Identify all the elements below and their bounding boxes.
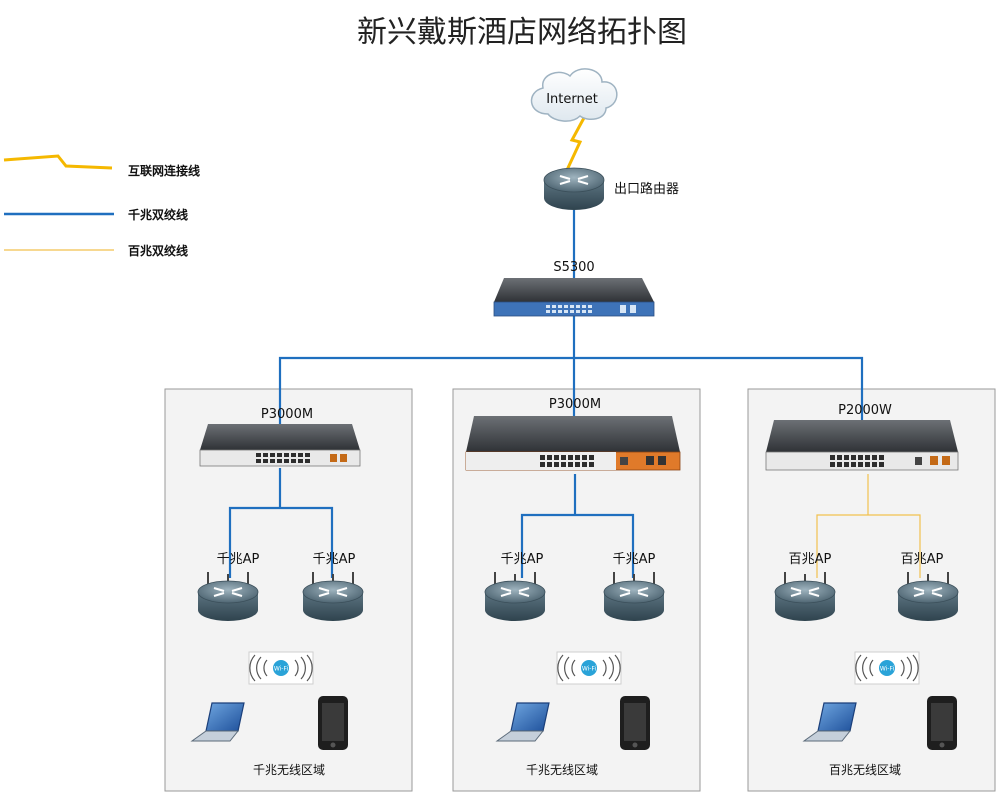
switch-icon: [256, 453, 347, 463]
page-title: 新兴戴斯酒店网络拓扑图: [357, 15, 687, 50]
phone-icon: [927, 696, 957, 750]
core-switch-label: S5300: [553, 260, 594, 275]
ap-3-1-label: 百兆AP: [789, 552, 832, 567]
wifi-icon: Wi-Fi: [556, 651, 622, 685]
router-icon: [790, 587, 820, 597]
wifi-badge-text: Wi-Fi: [274, 666, 289, 673]
ap-1-1-label: 千兆AP: [217, 552, 260, 567]
router-icon: [619, 587, 649, 597]
switch-icon: [546, 305, 636, 313]
laptop-icon: [802, 702, 857, 742]
ap-2-2-label: 千兆AP: [613, 552, 656, 567]
access-switch-1[interactable]: P3000M: [199, 407, 361, 467]
zone-1: P3000M 千兆AP 千兆AP: [190, 407, 364, 777]
legend-fast-label: 百兆双绞线: [128, 243, 188, 258]
ap-2-2[interactable]: [603, 572, 665, 621]
internet-link: [565, 115, 587, 171]
wifi-badge-text: Wi-Fi: [582, 666, 597, 673]
router-icon: [213, 587, 243, 597]
access-switch-3-label: P2000W: [838, 403, 892, 418]
router-icon: [913, 587, 943, 597]
zone-2: P3000M 千兆AP 千兆AP: [465, 397, 681, 777]
ap-2-1-label: 千兆AP: [501, 552, 544, 567]
ap-3-2[interactable]: [897, 572, 959, 621]
switch-icon: [540, 455, 666, 467]
gigabit-cables: [228, 210, 864, 578]
access-switch-2[interactable]: P3000M: [465, 397, 681, 471]
router-icon: [500, 587, 530, 597]
wifi-badge-text: Wi-Fi: [880, 666, 895, 673]
ap-3-2-label: 百兆AP: [901, 552, 944, 567]
zone-2-label: 千兆无线区域: [526, 763, 598, 777]
legend-gigabit-label: 千兆双绞线: [128, 207, 188, 222]
ap-2-1[interactable]: [484, 572, 546, 621]
phone-icon: [620, 696, 650, 750]
laptop-icon: [190, 702, 245, 742]
ap-3-1[interactable]: [774, 572, 836, 621]
router-icon: [318, 587, 348, 597]
fast-cables: [816, 474, 921, 578]
zone-1-label: 千兆无线区域: [253, 763, 325, 777]
legend-internet-link-label: 互联网连接线: [128, 163, 200, 178]
phone-icon: [318, 696, 348, 750]
switch-icon: [830, 455, 950, 467]
ap-1-1[interactable]: [197, 572, 259, 621]
laptop-icon: [495, 702, 550, 742]
router-icon: [559, 175, 589, 185]
ap-1-2-label: 千兆AP: [313, 552, 356, 567]
ap-1-2[interactable]: [302, 572, 364, 621]
exit-router[interactable]: 出口路由器: [543, 167, 679, 210]
core-switch[interactable]: S5300: [493, 260, 655, 317]
legend-internet-link-sample: [3, 154, 113, 170]
access-switch-1-label: P3000M: [261, 407, 313, 422]
cloud-icon: Internet: [530, 68, 618, 122]
wifi-icon: Wi-Fi: [248, 651, 314, 685]
legend: 互联网连接线 千兆双绞线 百兆双绞线: [3, 154, 200, 258]
zone-3-label: 百兆无线区域: [829, 763, 901, 777]
access-switch-2-label: P3000M: [549, 397, 601, 412]
zone-3: P2000W 百兆AP 百兆AP: [765, 403, 959, 777]
wifi-icon: Wi-Fi: [854, 651, 920, 685]
router-label: 出口路由器: [614, 181, 679, 197]
access-switch-3[interactable]: P2000W: [765, 403, 959, 471]
cloud-label: Internet: [546, 92, 598, 107]
